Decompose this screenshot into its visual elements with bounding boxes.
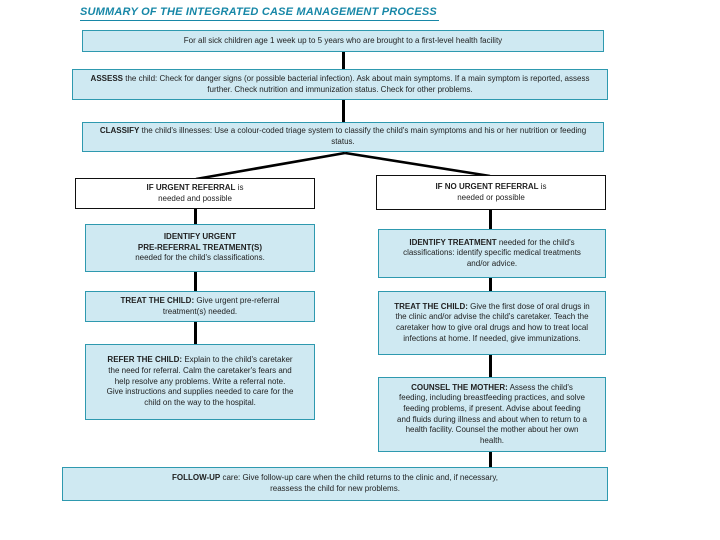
assess-text: ASSESS the child: Check for danger signs… xyxy=(90,73,590,94)
classify-text: CLASSIFY the child's illnesses: Use a co… xyxy=(99,126,587,146)
scope-text: For all sick children age 1 week up to 5… xyxy=(183,35,503,45)
refer-child-text: REFER THE CHILD: Explain to the child's … xyxy=(106,355,294,407)
treat-child-clinic-text: TREAT THE CHILD: Give the first dose of … xyxy=(394,301,590,343)
follow-up-box: FOLLOW-UP care: Give follow-up care when… xyxy=(62,467,608,501)
follow-up-text: FOLLOW-UP care: Give follow-up care when… xyxy=(171,473,499,493)
treat-child-pre-referral-text: TREAT THE CHILD: Give urgent pre-referra… xyxy=(120,295,280,316)
identify-urgent-treatment-text: IDENTIFY URGENT PRE-REFERRAL TREATMENT(S… xyxy=(135,232,265,263)
connector-nourgent-identify xyxy=(489,210,492,229)
scope-box: For all sick children age 1 week up to 5… xyxy=(82,30,604,52)
treat-child-clinic-box: TREAT THE CHILD: Give the first dose of … xyxy=(378,291,606,355)
connector-treat-refer-left xyxy=(194,322,197,344)
counsel-mother-box: COUNSEL THE MOTHER: Assess the child's f… xyxy=(378,377,606,452)
no-urgent-referral-box: IF NO URGENT REFERRAL is needed or possi… xyxy=(376,175,606,210)
connector-urgent-identify xyxy=(194,209,197,224)
page-title: SUMMARY OF THE INTEGRATED CASE MANAGEMEN… xyxy=(80,6,439,21)
assess-box: ASSESS the child: Check for danger signs… xyxy=(72,69,608,100)
no-urgent-referral-text: IF NO URGENT REFERRAL is needed or possi… xyxy=(435,181,547,202)
connector-counsel-followup xyxy=(489,452,492,467)
connector-treat-counsel xyxy=(489,355,492,377)
refer-child-box: REFER THE CHILD: Explain to the child's … xyxy=(85,344,315,420)
diagonal-left-connector xyxy=(195,151,346,181)
diagonal-right-connector xyxy=(344,151,491,178)
classify-box: CLASSIFY the child's illnesses: Use a co… xyxy=(82,122,604,152)
urgent-referral-text: IF URGENT REFERRAL is needed and possibl… xyxy=(146,182,244,203)
connector-scope-assess xyxy=(342,52,345,69)
connector-assess-classify xyxy=(342,100,345,122)
treat-child-pre-referral-box: TREAT THE CHILD: Give urgent pre-referra… xyxy=(85,291,315,322)
identify-urgent-treatment-box: IDENTIFY URGENT PRE-REFERRAL TREATMENT(S… xyxy=(85,224,315,272)
connector-identify-treat-right xyxy=(489,278,492,291)
urgent-referral-box: IF URGENT REFERRAL is needed and possibl… xyxy=(75,178,315,209)
connector-identify-treat-left xyxy=(194,272,197,291)
counsel-mother-text: COUNSEL THE MOTHER: Assess the child's f… xyxy=(397,382,587,445)
identify-treatment-box: IDENTIFY TREATMENT needed for the child'… xyxy=(378,229,606,278)
identify-treatment-text: IDENTIFY TREATMENT needed for the child'… xyxy=(403,237,581,268)
